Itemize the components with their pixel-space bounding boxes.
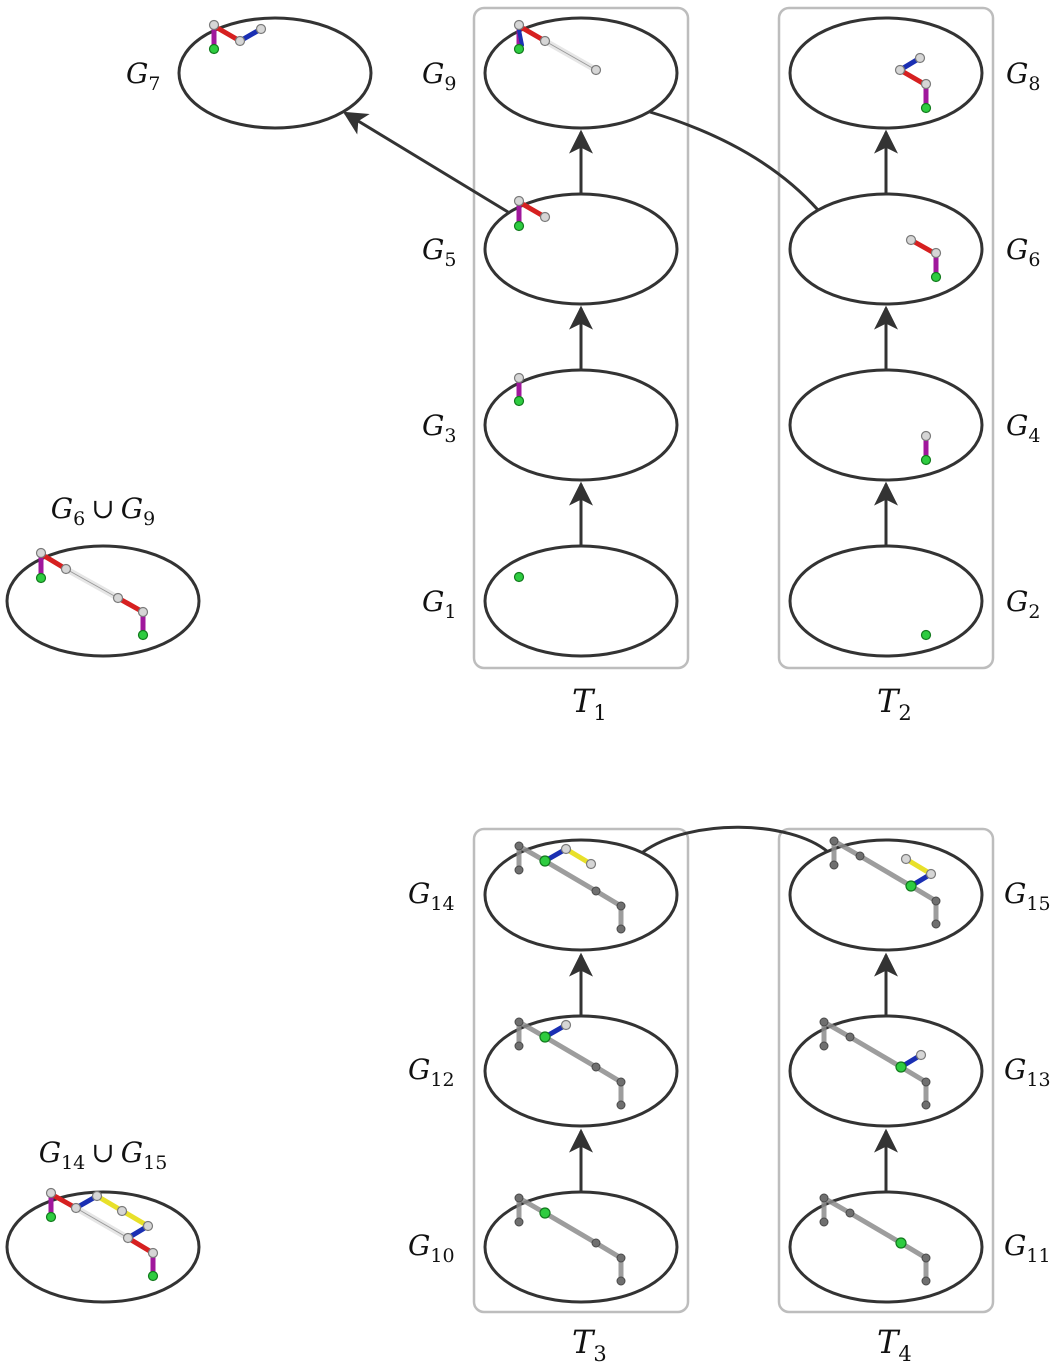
label-g1: G1 [422,585,456,623]
graph-node-g1 [483,544,679,658]
label-g6: G6 [1006,233,1040,271]
molecule-g10 [514,1193,626,1286]
label-g13: G13 [1004,1053,1051,1091]
graph-node-g11 [788,1190,984,1304]
molecule-g4 [920,430,932,466]
molecule-g6-union-g9 [35,547,149,641]
graph-node-g13 [788,1014,984,1128]
label-g3: G3 [422,409,456,447]
label-g11: G11 [1004,1229,1051,1267]
graph-node-g3 [483,368,679,482]
label-g15: G15 [1004,877,1051,915]
tree-box-t3 [472,827,690,1314]
molecule-g2 [920,629,932,641]
molecule-g14-union-g15 [45,1187,159,1282]
label-g9: G9 [422,57,456,95]
graph-node-g14-union-g15 [5,1190,201,1304]
edge-g9-g6 [649,110,820,211]
molecule-g7 [208,19,267,55]
molecule-g11 [819,1193,931,1286]
label-g4: G4 [1006,409,1040,447]
molecule-g6 [905,234,942,283]
label-g14: G14 [408,877,455,915]
graph-node-g15 [788,838,984,952]
molecule-g13 [819,1017,931,1110]
label-g14-union-g15: G14∪G15 [39,1136,168,1174]
label-g7: G7 [126,57,160,95]
graph-node-g12 [483,1014,679,1128]
label-g6-union-g9: G6∪G9 [51,492,155,530]
molecule-g9 [513,19,602,76]
label-g5: G5 [422,233,456,271]
edge-g5-g7 [342,111,509,214]
graph-node-g4 [788,368,984,482]
molecule-g12 [514,1017,626,1110]
tree-box-t2 [777,6,995,670]
tree-box-t4 [777,827,995,1314]
graph-node-g6-union-g9 [5,544,201,658]
graph-node-g5 [483,192,679,306]
graph-node-g2 [788,544,984,658]
tree-label-t4: T4 [877,1323,912,1366]
molecule-g1 [513,571,525,583]
edge-g14-g15 [642,825,829,854]
graph-node-g6 [788,192,984,306]
graph-node-g14 [483,838,679,952]
label-g12: G12 [408,1053,455,1091]
molecule-g5 [513,195,551,232]
label-g8: G8 [1006,57,1040,95]
molecule-g14 [514,841,626,934]
graph-node-g8 [788,16,984,130]
tree-box-t1 [472,6,690,670]
molecule-g3 [513,372,525,407]
tree-label-t2: T2 [877,682,912,725]
molecule-g8 [894,52,932,114]
graph-node-g7 [177,16,373,130]
label-g2: G2 [1006,585,1040,623]
molecule-g15 [829,836,941,929]
graph-node-g9 [483,16,679,130]
tree-label-t1: T1 [572,682,607,725]
graph-node-g10 [483,1190,679,1304]
tree-label-t3: T3 [572,1323,607,1366]
label-g10: G10 [408,1229,455,1267]
